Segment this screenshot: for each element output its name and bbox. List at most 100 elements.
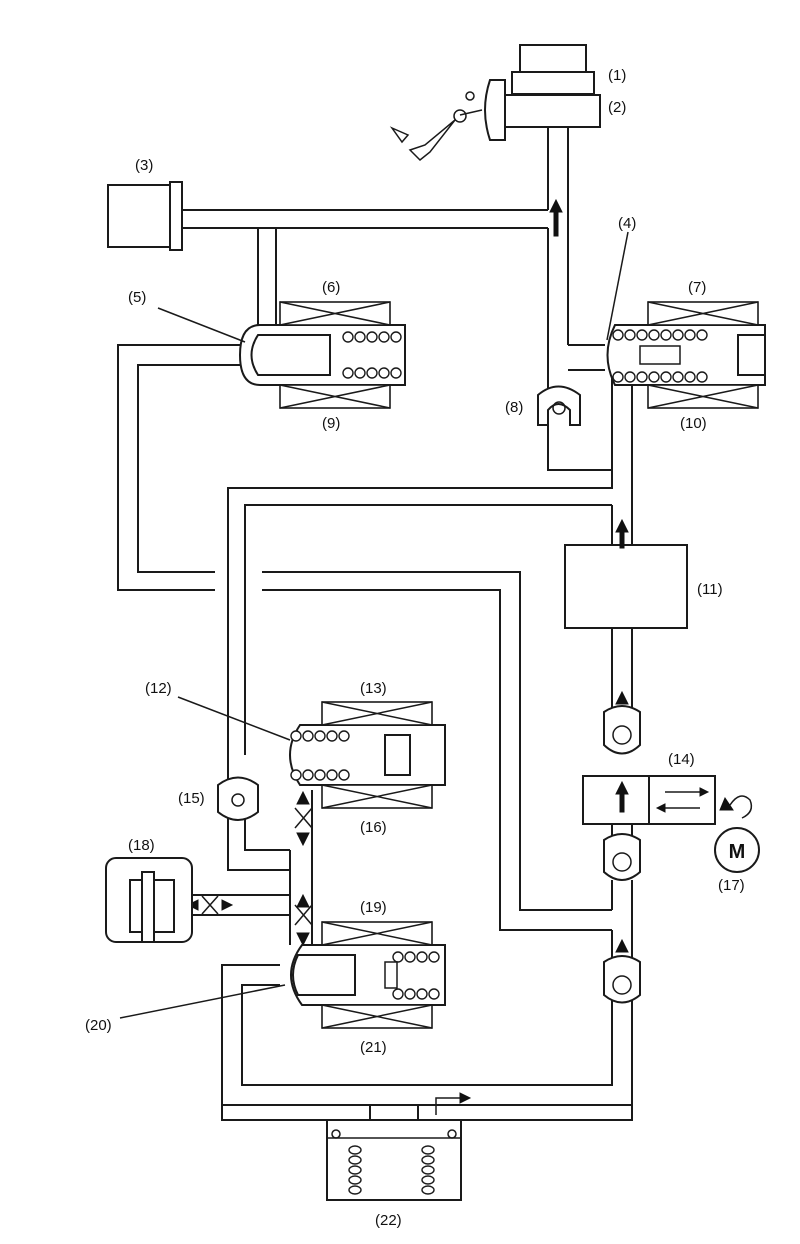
label-1: (1) — [608, 67, 626, 84]
pipe-to-inlet-valve-5 — [257, 228, 549, 380]
pump-piston-chamber — [648, 775, 716, 825]
valve-5-spring-top — [342, 331, 402, 343]
leader-12 — [177, 696, 291, 741]
coil-9-cross — [279, 384, 391, 409]
label-11: (11) — [697, 581, 723, 598]
reservoir — [519, 44, 587, 76]
valve-4-stem — [639, 345, 681, 365]
wheel-cylinder-body — [107, 184, 171, 248]
brake-booster — [484, 79, 506, 141]
label-17: (17) — [718, 877, 745, 894]
valve-4-spring-bottom — [612, 371, 708, 383]
label-5: (5) — [128, 289, 146, 306]
blocked-flow-marks-vertical — [294, 807, 313, 926]
pipe-to-wheel-cylinder — [182, 209, 548, 229]
valve-20-spring-bottom — [392, 988, 440, 1000]
label-21: (21) — [360, 1039, 387, 1056]
motor-circle — [714, 827, 760, 873]
pump-motor: M — [714, 795, 760, 873]
pipe-reservoir-to-pump — [611, 628, 633, 710]
reservoir-22-body — [326, 1119, 462, 1201]
pump-reciprocation-lines — [665, 791, 700, 809]
label-2: (2) — [608, 99, 626, 116]
pushrod — [459, 109, 483, 116]
coil-19-cross — [321, 921, 433, 946]
pedal-force-arrow — [389, 126, 410, 144]
low-pressure-reservoir — [564, 544, 688, 629]
component-labels: (1) (2) (3) (4) (5) (6) (7) (8) (9) (10)… — [85, 67, 745, 1229]
check-valve-8 — [537, 385, 581, 426]
label-16: (16) — [360, 819, 387, 836]
reservoir-base — [511, 71, 595, 95]
label-14: (14) — [668, 751, 695, 768]
motor-rotation-arc — [729, 795, 753, 819]
flow-arrow-master — [549, 198, 563, 237]
valve-12-spring-bottom — [290, 769, 350, 781]
coil-13-cross — [321, 701, 433, 726]
label-8: (8) — [505, 399, 523, 416]
wheel-cylinder-front — [107, 181, 183, 251]
pipe-network — [117, 127, 633, 1121]
check-valve-15-body — [217, 776, 259, 821]
label-9: (9) — [322, 415, 340, 432]
wheel-cylinder-rear — [105, 857, 193, 943]
label-7: (7) — [688, 279, 706, 296]
coil-16-cross — [321, 784, 433, 809]
check-valve-15 — [217, 776, 259, 821]
pipe-between-valves — [289, 790, 313, 945]
blocked-flow-arrows-lower — [296, 893, 310, 947]
pipe-left-loop — [117, 344, 240, 591]
pump-body — [582, 775, 650, 825]
label-22: (22) — [375, 1212, 402, 1229]
arrow-pump-lower — [615, 938, 629, 953]
pipe-to-wheel-cylinder-rear — [190, 894, 290, 916]
coil-7-cross — [647, 301, 759, 326]
label-19: (19) — [360, 899, 387, 916]
reservoir-22-spring-left — [348, 1145, 362, 1195]
wheel-cylinder-rear-piston-2 — [141, 871, 155, 943]
valve-4-plug — [737, 334, 766, 376]
label-6: (6) — [322, 279, 340, 296]
label-15: (15) — [178, 790, 205, 807]
brake-pedal — [408, 119, 456, 162]
valve-5-plunger — [250, 334, 331, 376]
label-10: (10) — [680, 415, 707, 432]
leader-4 — [606, 231, 629, 341]
master-cylinder — [504, 94, 601, 128]
check-valve-8-body — [537, 385, 581, 426]
outlet-valve-rear — [290, 921, 446, 1029]
pipe-to-valve-4 — [568, 344, 605, 371]
blocked-flow-arrows-upper — [296, 790, 310, 847]
coil-21-cross — [321, 1004, 433, 1029]
pump-assembly — [582, 690, 716, 1004]
motor-symbol: M — [729, 841, 746, 863]
pipe-return-top — [227, 370, 633, 770]
pedal-pivot — [453, 109, 467, 123]
leader-20 — [119, 984, 286, 1019]
label-18: (18) — [128, 837, 155, 854]
blocked-flow-mark-horizontal — [201, 895, 219, 915]
pipe-master-down — [547, 127, 569, 345]
outlet-valve-front — [606, 301, 766, 409]
inlet-valve-rear — [289, 701, 446, 809]
flow-arrow-reservoir — [615, 518, 629, 549]
valve-12-spring-top — [290, 730, 350, 742]
inlet-valve-front — [238, 301, 406, 409]
coil-6-cross — [279, 301, 391, 326]
label-4: (4) — [618, 215, 636, 232]
pump-check-valve-lower — [603, 955, 641, 1004]
wheel-cylinder-flange — [169, 181, 183, 251]
pump-check-valve-top — [603, 705, 641, 755]
valve-4-spring-top — [612, 329, 708, 341]
label-13: (13) — [360, 680, 387, 697]
wheel-cylinder-rear-piston-3 — [153, 879, 175, 933]
reservoir-22-flow-arrow — [459, 1092, 472, 1104]
wheel-cylinder-rear-piston-1 — [129, 879, 143, 933]
reservoir-22 — [326, 1092, 472, 1201]
valve-12-plug — [384, 734, 411, 776]
valve-20-plunger — [292, 954, 356, 996]
label-20: (20) — [85, 1017, 112, 1034]
pump-reciprocation-arrows — [655, 787, 710, 813]
label-3: (3) — [135, 157, 153, 174]
